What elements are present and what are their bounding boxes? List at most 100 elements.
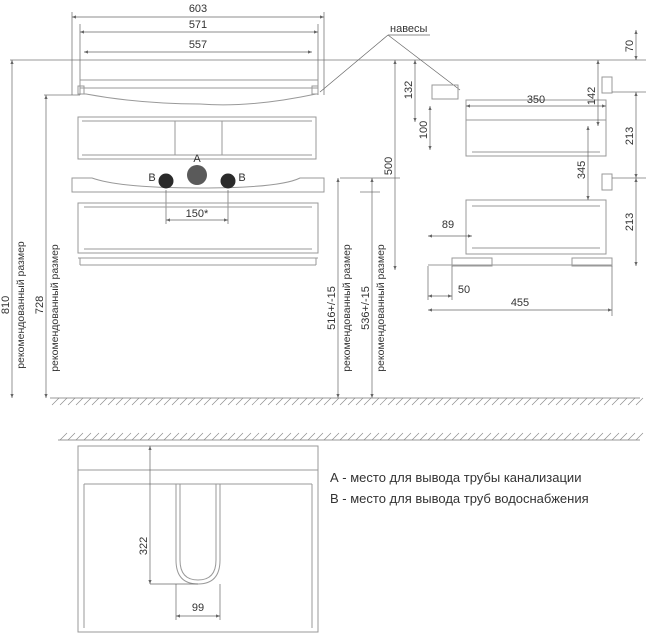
hatch-line [611, 397, 620, 406]
hatch-line [363, 397, 372, 406]
hatch-line [443, 397, 452, 406]
hatch-line [379, 432, 388, 441]
hatch-line [347, 397, 356, 406]
dim-728: 728 [34, 296, 46, 314]
hatch-line [515, 432, 524, 441]
hatch-line [59, 432, 68, 441]
hatch-line [547, 397, 556, 406]
hatch-line [139, 432, 148, 441]
hatch-line [475, 432, 484, 441]
hatch-line [507, 397, 516, 406]
hatch-line [219, 397, 228, 406]
hatch-line [323, 432, 332, 441]
hatch-line [395, 432, 404, 441]
hatch-line [219, 432, 228, 441]
dim-213-bottom: 213 [624, 213, 636, 231]
hatch-line [635, 397, 644, 406]
hatch-line [483, 397, 492, 406]
hatch-line [435, 432, 444, 441]
pipe-a-icon [187, 165, 207, 185]
hatch-line [499, 397, 508, 406]
hatch-line [83, 397, 92, 406]
hatch-line [379, 397, 388, 406]
hatch-line [491, 432, 500, 441]
hatch-line [155, 397, 164, 406]
pipe-b-left-icon [158, 173, 174, 189]
hatch-line [339, 397, 348, 406]
hatch-line [275, 397, 284, 406]
hatch-line [355, 432, 364, 441]
hatch-line [563, 432, 572, 441]
hatch-line [371, 432, 380, 441]
hatch-line [483, 432, 492, 441]
hatch-line [563, 397, 572, 406]
hatch-line [627, 432, 636, 441]
hatch-line [275, 432, 284, 441]
dim-70: 70 [624, 40, 636, 52]
dim-345: 345 [576, 161, 588, 179]
hatch-line [195, 432, 204, 441]
hatch-line [291, 432, 300, 441]
hatch-line [555, 432, 564, 441]
hatch-line [531, 397, 540, 406]
hatch-line [267, 397, 276, 406]
hatch-line [155, 432, 164, 441]
dim-557: 557 [189, 39, 207, 51]
dim-603: 603 [189, 3, 207, 15]
hatch-line [371, 397, 380, 406]
hatch-line [211, 432, 220, 441]
hatch-line [139, 397, 148, 406]
hatch-line [595, 397, 604, 406]
dim-536: 536+/-15 [360, 286, 372, 330]
hatch-line [595, 432, 604, 441]
hatch-line [635, 432, 644, 441]
side-view: навесы 70 213 213 132 142 350 100 3 [319, 23, 646, 316]
hatch-line [267, 432, 276, 441]
hatch-line [123, 397, 132, 406]
hatch-line [243, 397, 252, 406]
hatch-line [339, 432, 348, 441]
hatch-line [619, 432, 628, 441]
hatch-line [555, 397, 564, 406]
hatch-line [427, 397, 436, 406]
hatch-line [539, 432, 548, 441]
hatch-line [67, 397, 76, 406]
hatch-line [331, 397, 340, 406]
hatch-line [523, 397, 532, 406]
hatch-line [115, 397, 124, 406]
hatch-line [347, 432, 356, 441]
hatch-line [179, 432, 188, 441]
dim-455: 455 [511, 297, 529, 309]
dim-810: 810 [0, 296, 12, 314]
dim-89: 89 [442, 219, 454, 231]
hatch-line [363, 432, 372, 441]
hatch-line [163, 397, 172, 406]
recommended-left-2: рекомендованный размер [49, 244, 61, 372]
hatch-line [603, 397, 612, 406]
hatch-line [187, 432, 196, 441]
label-a: A [193, 153, 201, 165]
hatch-line [299, 432, 308, 441]
hatch-line [179, 397, 188, 406]
hatch-line [579, 432, 588, 441]
hatch-line [227, 432, 236, 441]
hatch-line [587, 432, 596, 441]
hatch-line [539, 397, 548, 406]
hatch-line [387, 432, 396, 441]
hatch-line [75, 397, 84, 406]
hatch-line [387, 397, 396, 406]
hatch-line [107, 397, 116, 406]
hatch-line [467, 432, 476, 441]
hatch-line [91, 397, 100, 406]
hatch-line [67, 432, 76, 441]
hatch-line [147, 397, 156, 406]
hatch-line [515, 397, 524, 406]
hatch-line [235, 397, 244, 406]
legend-line-b: В - место для вывода труб водоснабжения [330, 491, 589, 506]
dim-350: 350 [527, 94, 545, 106]
hatch-line [123, 432, 132, 441]
label-b-left: B [148, 172, 155, 184]
hatch-line [203, 397, 212, 406]
hatch-line [251, 397, 260, 406]
hatch-line [163, 432, 172, 441]
